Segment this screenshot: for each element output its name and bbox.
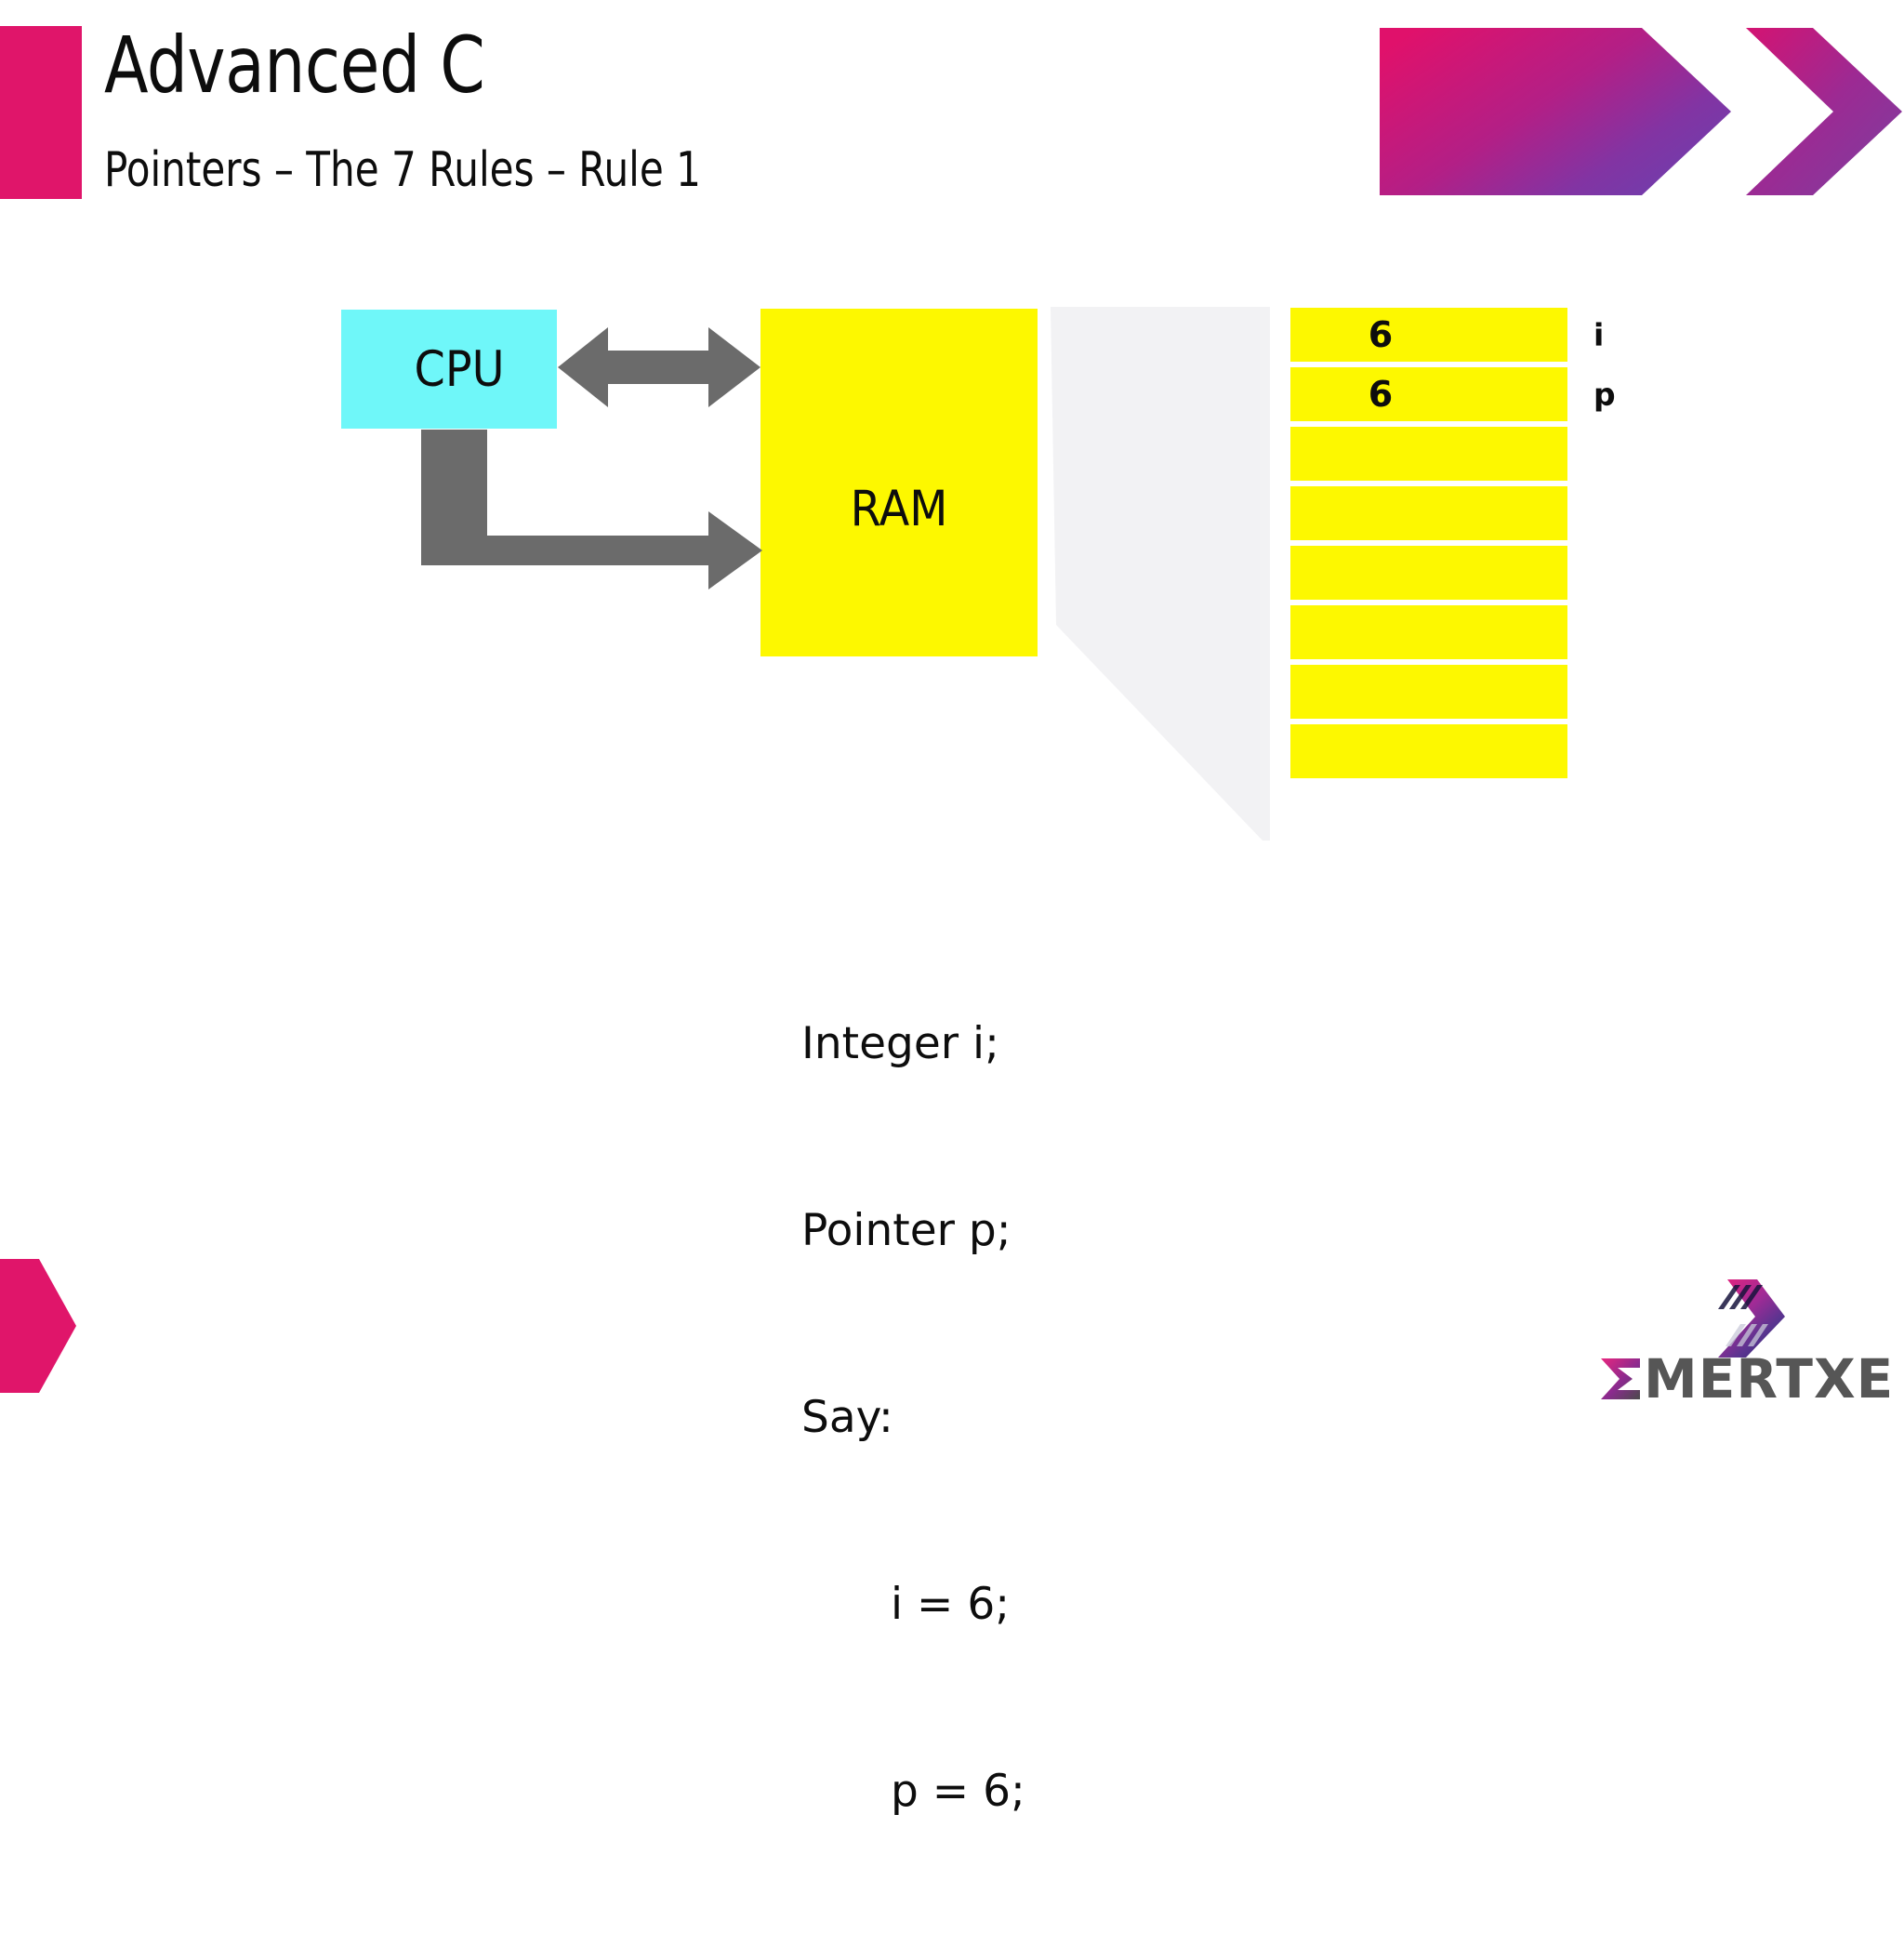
memory-cell-value: 6 — [1368, 374, 1394, 415]
memory-cell-label: p — [1593, 376, 1616, 413]
code-line-indented: i = 6; — [891, 1579, 1011, 1630]
memory-cell — [1290, 546, 1567, 600]
cpu-block: CPU — [341, 310, 557, 429]
page-title: Advanced C — [104, 20, 485, 111]
memory-cell — [1290, 665, 1567, 719]
emertxe-chevron-icon — [1718, 1279, 1785, 1358]
memory-cell — [1290, 427, 1567, 481]
emertxe-logo: MERTXE — [1592, 1278, 1895, 1417]
code-line: Integer i; — [801, 1018, 999, 1069]
memory-cell-label: i — [1593, 316, 1605, 353]
bidirectional-arrow-icon — [558, 327, 760, 407]
code-line: Say: — [801, 1392, 893, 1443]
ram-block-label: RAM — [850, 480, 948, 537]
ram-block: RAM — [760, 309, 1038, 656]
code-line-indented: p = 6; — [891, 1766, 1025, 1817]
ram-zoom-polygon — [1051, 307, 1270, 841]
elbow-arrow-icon — [421, 430, 762, 589]
emertxe-logo-text: MERTXE — [1644, 1347, 1895, 1411]
memory-cell: 6 p — [1290, 367, 1616, 421]
code-line: Pointer p; — [801, 1205, 1012, 1256]
footer-accent-arrow — [0, 1259, 76, 1393]
slide-root: Advanced C Pointers – The 7 Rules – Rule… — [0, 20, 1902, 1817]
page-subtitle: Pointers – The 7 Rules – Rule 1 — [104, 142, 701, 198]
memory-cell — [1290, 724, 1567, 778]
memory-cell — [1290, 486, 1567, 540]
memory-cell-value: 6 — [1368, 314, 1394, 355]
header-chevron-graphic — [1380, 28, 1902, 195]
memory-cell — [1290, 605, 1567, 659]
sigma-icon — [1601, 1358, 1640, 1399]
emertxe-wordmark: MERTXE — [1599, 1350, 1897, 1408]
header-accent-bar — [0, 26, 82, 199]
memory-cell-list: 6 i 6 p — [1290, 308, 1616, 784]
code-snippet: Integer i; Pointer p; Say: i = 6; p = 6; — [801, 888, 1025, 1947]
memory-cell: 6 i — [1290, 308, 1604, 362]
cpu-block-label: CPU — [414, 340, 505, 398]
